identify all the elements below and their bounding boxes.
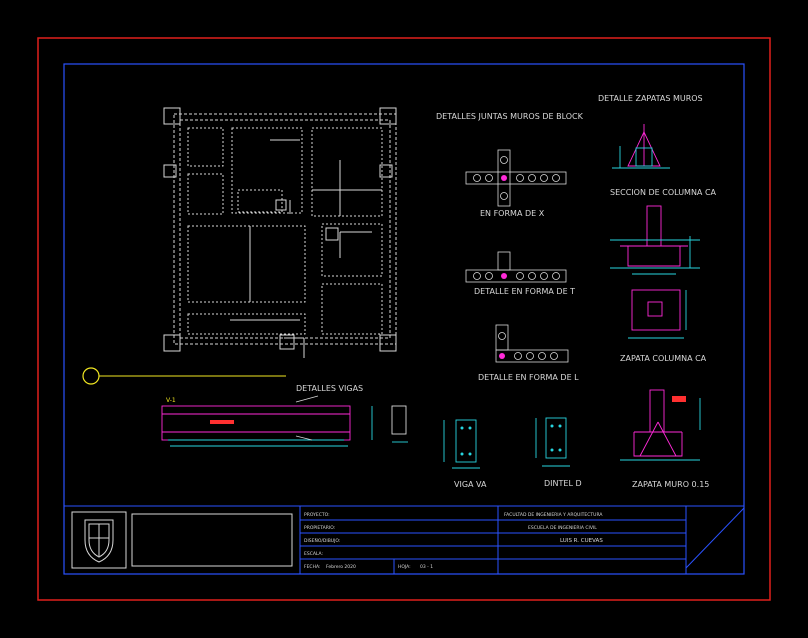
footing-elevation-detail xyxy=(610,205,700,275)
wall-footing-detail xyxy=(620,389,701,461)
grid-bubble xyxy=(82,367,100,385)
forma-x-label: EN FORMA DE X xyxy=(480,209,545,218)
beam-section-small xyxy=(371,405,408,443)
joint-t-rebar xyxy=(501,273,507,279)
tb-escala-label: ESCALA: xyxy=(304,551,323,557)
tb-proyecto-label: PROYECTO: xyxy=(304,512,330,518)
tb-propietario-label: PROPIETARIO: xyxy=(304,525,335,531)
tb-name: LUIS R. CUEVAS xyxy=(560,538,603,544)
zapata-muro-label: ZAPATA MURO 0.15 xyxy=(632,480,709,489)
outer-red-border xyxy=(37,37,771,601)
tb-hoja-value: 03 - 1 xyxy=(420,564,433,570)
tb-diseno-label: DISEÑO/DIBUJO: xyxy=(304,537,340,544)
tb-fecha-label: FECHA: xyxy=(304,564,320,570)
joint-x-detail xyxy=(465,149,567,207)
university-seal-logo xyxy=(84,519,114,563)
joint-l-rebar xyxy=(499,353,505,359)
joint-x-rebar xyxy=(501,175,507,181)
vigas-title: DETALLES VIGAS xyxy=(296,384,363,393)
beam-elevation-detail xyxy=(161,395,351,447)
juntas-title: DETALLES JUNTAS MUROS DE BLOCK xyxy=(436,112,584,121)
tb-school: ESCUELA DE INGENIERIA CIVIL xyxy=(528,525,597,531)
tb-faculty: FACULTAD DE INGENIERIA Y ARQUITECTURA xyxy=(504,512,603,518)
inner-blue-frame xyxy=(63,63,745,575)
viga-va-section xyxy=(443,419,480,469)
tb-hoja-label: HOJA: xyxy=(398,564,411,570)
floor-plan xyxy=(163,107,397,358)
forma-t-label: DETALLE EN FORMA DE T xyxy=(474,287,575,296)
seccion-columna-label: SECCION DE COLUMNA CA xyxy=(610,188,717,197)
dintel-section xyxy=(535,417,570,467)
tb-fecha-value: Febrero 2020 xyxy=(326,564,356,570)
zapata-columna-label: ZAPATA COLUMNA CA xyxy=(620,354,707,363)
column-footing-plan xyxy=(628,289,687,339)
column-section-detail xyxy=(612,124,670,169)
joint-l-detail xyxy=(495,324,569,363)
forma-l-label: DETALLE EN FORMA DE L xyxy=(478,373,579,382)
zapatas-title: DETALLE ZAPATAS MUROS xyxy=(598,94,703,103)
joint-t-detail xyxy=(465,251,567,283)
viga-va-label: VIGA VA xyxy=(454,480,487,489)
viga-label: V-1 xyxy=(166,397,176,404)
title-block xyxy=(64,505,745,574)
dintel-label: DINTEL D xyxy=(544,479,582,488)
